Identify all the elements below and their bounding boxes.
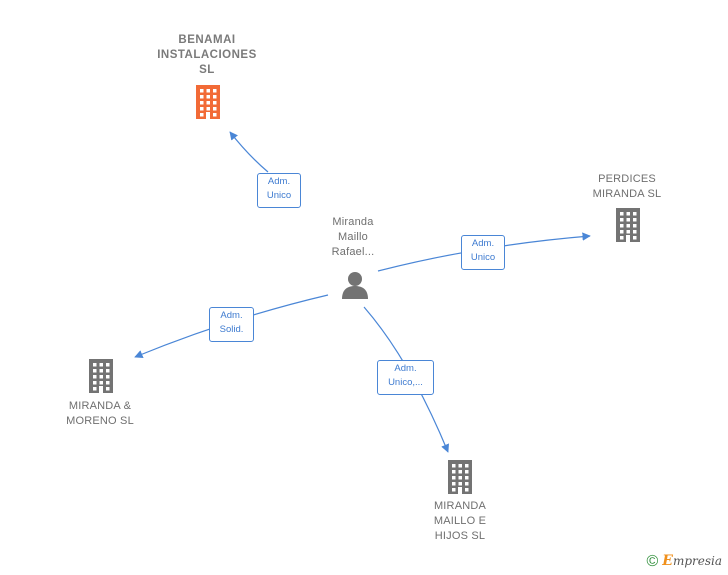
company-label-perdices[interactable]: PERDICES MIRANDA SL: [592, 173, 662, 200]
footer-brand: ©Empresia: [646, 553, 722, 571]
brand-logo[interactable]: Empresia: [662, 553, 722, 569]
relation-label-moreno: Adm. Solid.: [209, 307, 254, 342]
building-icon[interactable]: [612, 207, 644, 243]
building-icon[interactable]: [192, 84, 224, 120]
company-label-hijos[interactable]: MIRANDA MAILLO E HIJOS SL: [433, 500, 487, 542]
relation-label-benamai: Adm. Unico: [257, 173, 301, 208]
building-icon[interactable]: [444, 459, 476, 495]
edge-to-benamai: [229, 131, 269, 173]
person-label[interactable]: Miranda Maillo Rafael...: [331, 216, 375, 258]
person-icon[interactable]: [340, 270, 370, 300]
building-icon[interactable]: [85, 358, 117, 394]
relation-label-hijos: Adm. Unico,...: [377, 360, 434, 395]
company-label-benamai[interactable]: BENAMAI INSTALACIONES SL: [157, 34, 257, 76]
company-label-moreno[interactable]: MIRANDA & MORENO SL: [66, 400, 134, 427]
relation-label-perdices: Adm. Unico: [461, 235, 505, 270]
copyright-icon: ©: [646, 553, 659, 570]
